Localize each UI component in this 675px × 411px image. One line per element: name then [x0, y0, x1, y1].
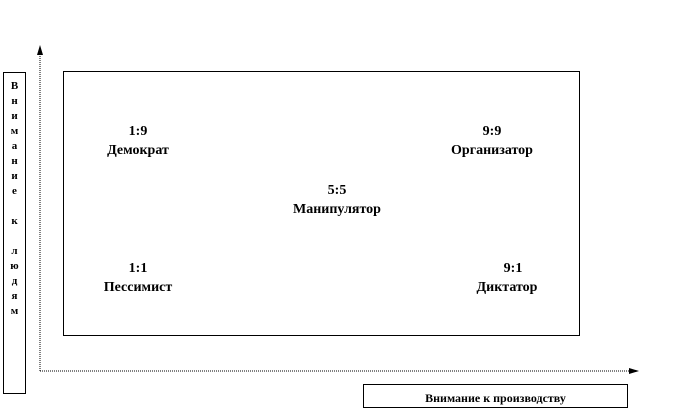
x-axis-arrow-icon: [629, 368, 639, 374]
cell-code: 1:1: [128, 261, 148, 276]
y-axis-label-box: В н и м а н и е к л ю д я м: [3, 72, 26, 394]
cell-code: 9:1: [503, 261, 523, 276]
y-axis-label: В н и м а н и е к л ю д я м: [10, 80, 19, 317]
cell-label: Организатор: [451, 143, 533, 158]
cell-code: 9:9: [482, 124, 502, 139]
cell-pessimist: 1:1 Пессимист: [92, 259, 184, 297]
x-axis-label: Внимание к производству: [425, 391, 566, 405]
cell-label: Диктатор: [476, 280, 538, 295]
cell-democrat: 1:9 Демократ: [98, 122, 178, 160]
x-axis-label-box: Внимание к производству: [363, 384, 628, 408]
y-axis-arrow-icon: [37, 45, 43, 55]
cell-code: 5:5: [327, 183, 347, 198]
managerial-grid-box: [63, 71, 580, 336]
cell-code: 1:9: [128, 124, 148, 139]
cell-manipulator: 5:5 Манипулятор: [280, 181, 394, 219]
cell-label: Манипулятор: [293, 202, 381, 217]
cell-organizer: 9:9 Организатор: [436, 122, 548, 160]
cell-label: Пессимист: [103, 280, 173, 295]
cell-label: Демократ: [107, 143, 169, 158]
cell-dictator: 9:1 Диктатор: [466, 259, 548, 297]
